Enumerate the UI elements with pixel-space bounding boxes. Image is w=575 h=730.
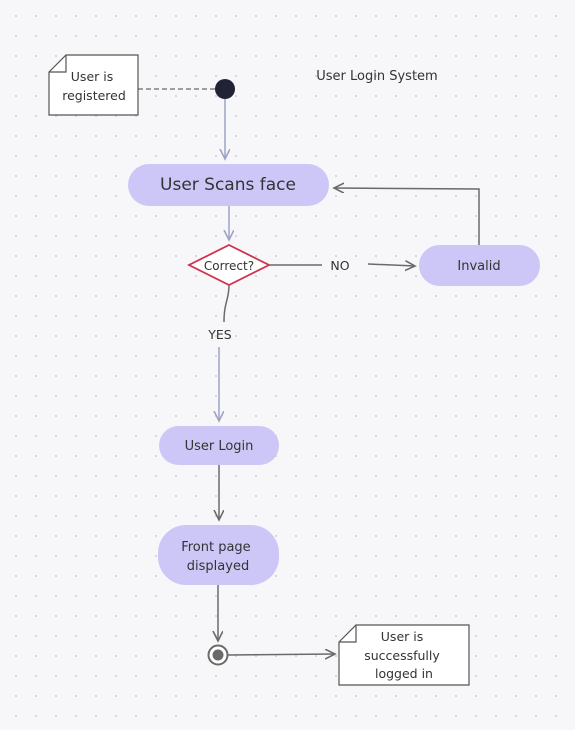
node-invalid: Invalid	[419, 245, 540, 286]
note-user-registered: User is registered	[48, 54, 139, 116]
svg-text:User is successfully: User is successfully logged in	[364, 629, 444, 681]
edge-invalid-to-scan	[334, 188, 480, 245]
start-node	[215, 79, 235, 99]
decision-correct: Correct?	[186, 243, 272, 287]
edge-decision-yes-a	[223, 284, 230, 323]
edge-label-no: NO	[330, 258, 349, 273]
note-user-logged-in: User is successfully logged in	[338, 624, 470, 686]
edge-decision-no-b	[367, 264, 415, 266]
decision-correct-label: Correct?	[204, 259, 254, 273]
end-node	[207, 644, 229, 666]
diagram-title: User Login System	[316, 69, 437, 84]
node-user-scans-face-label: User Scans face	[160, 175, 296, 195]
note-registered-line-1: User is	[71, 69, 113, 84]
node-user-login-label: User Login	[185, 439, 254, 454]
note-registered-line-2: registered	[62, 88, 126, 103]
note-logged-in-line-2: successfully	[364, 648, 440, 663]
node-user-scans-face: User Scans face	[128, 164, 329, 206]
node-invalid-label: Invalid	[457, 259, 500, 274]
node-user-login: User Login	[159, 426, 279, 465]
node-front-page-line-1: Front page	[181, 540, 250, 555]
svg-text:User is registered: User is registered	[62, 69, 126, 103]
node-front-page-line-2: displayed	[187, 559, 249, 574]
node-front-page-displayed: Front page displayed	[158, 525, 279, 585]
note-logged-in-line-3: logged in	[375, 666, 433, 681]
edge-label-yes: YES	[207, 327, 232, 342]
note-logged-in-line-1: User is	[381, 629, 423, 644]
edge-end-to-note	[227, 654, 335, 655]
svg-text:Front page displayed: Front page displayed	[181, 540, 255, 574]
